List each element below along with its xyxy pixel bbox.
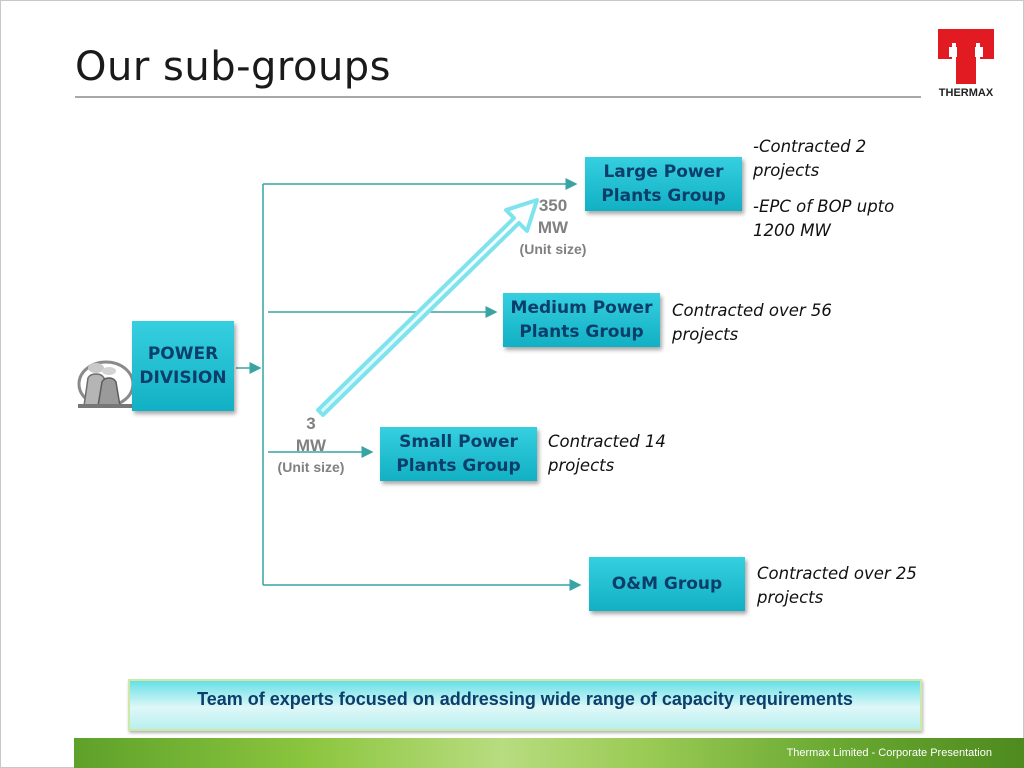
thermax-logo xyxy=(938,29,994,84)
medium-group-desc: Contracted over 56 projects xyxy=(672,301,832,344)
capacity-low-label: 3 MW (Unit size) xyxy=(265,413,357,477)
large-power-plants-box: Large Power Plants Group xyxy=(585,157,742,211)
small-group-line1: Small Power xyxy=(399,432,518,452)
capacity-high-label: 350 MW (Unit size) xyxy=(505,195,601,259)
capacity-high-note: (Unit size) xyxy=(519,241,587,257)
capacity-arrow xyxy=(316,198,539,417)
large-group-line2: Plants Group xyxy=(601,186,726,206)
power-division-label-line1: POWER xyxy=(147,344,219,364)
om-group-box: O&M Group xyxy=(589,557,745,611)
small-group-desc: Contracted 14 projects xyxy=(548,432,666,475)
capacity-high-unit: MW xyxy=(537,218,569,237)
small-group-line2: Plants Group xyxy=(396,456,521,476)
summary-banner: Team of experts focused on addressing wi… xyxy=(128,679,922,731)
medium-power-plants-box: Medium Power Plants Group xyxy=(503,293,660,347)
om-group-desc: Contracted over 25 projects xyxy=(757,564,917,607)
om-group-label: O&M Group xyxy=(611,574,723,594)
power-division-box: POWER DIVISION xyxy=(132,321,234,411)
capacity-low-unit: MW xyxy=(295,436,327,455)
power-plant-icon xyxy=(77,360,135,408)
large-group-desc: -Contracted 2 projects -EPC of BOP upto … xyxy=(753,135,923,243)
capacity-low-note: (Unit size) xyxy=(277,459,345,475)
power-division-label-line2: DIVISION xyxy=(139,368,227,388)
footer-text: Thermax Limited - Corporate Presentation xyxy=(786,747,992,759)
large-group-line1: Large Power xyxy=(603,162,724,182)
medium-group-line1: Medium Power xyxy=(510,298,653,318)
slide-title: Our sub-groups xyxy=(75,44,392,90)
small-power-plants-box: Small Power Plants Group xyxy=(380,427,537,481)
footer-bar: Thermax Limited - Corporate Presentation xyxy=(74,738,1024,768)
large-desc-item-2: -EPC of BOP upto 1200 MW xyxy=(753,197,895,240)
medium-group-line2: Plants Group xyxy=(519,322,644,342)
large-desc-item-1: -Contracted 2 projects xyxy=(753,137,867,180)
logo-wordmark: THERMAX xyxy=(938,87,994,99)
title-underline xyxy=(75,96,921,98)
capacity-high-value: 350 xyxy=(538,196,568,215)
capacity-low-value: 3 xyxy=(306,414,316,433)
